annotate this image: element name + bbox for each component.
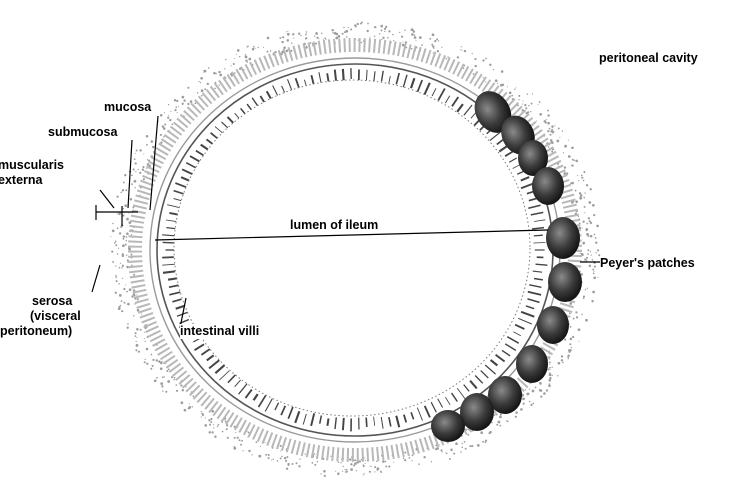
label-submucosa: submucosa bbox=[48, 125, 117, 140]
label-peyers-patches: Peyer's patches bbox=[600, 256, 695, 271]
label-serosa-line3: peritoneum) bbox=[0, 324, 81, 339]
peyer-nodule bbox=[431, 410, 465, 442]
label-serosa-line1: serosa bbox=[30, 294, 81, 309]
label-lumen-of-ileum: lumen of ileum bbox=[290, 218, 378, 233]
peyer-nodule bbox=[460, 393, 494, 431]
label-peritoneal-cavity: peritoneal cavity bbox=[599, 51, 698, 66]
label-serosa: serosa (visceral peritoneum) bbox=[30, 294, 81, 339]
label-mucosa: mucosa bbox=[104, 100, 151, 115]
submucosa-pointer-line bbox=[128, 140, 132, 208]
peyer-nodule bbox=[516, 345, 548, 383]
label-muscularis-line2: externa bbox=[0, 173, 64, 188]
peyer-nodule bbox=[532, 167, 564, 205]
peyer-nodule bbox=[546, 217, 580, 259]
serosa-pointer-line bbox=[92, 265, 100, 292]
peyer-nodule bbox=[548, 262, 582, 302]
label-intestinal-villi: intestinal villi bbox=[180, 324, 259, 339]
label-serosa-line2: (visceral bbox=[30, 309, 81, 324]
label-muscularis-line1: muscularis bbox=[0, 158, 64, 173]
lumen-edge bbox=[174, 80, 530, 416]
label-muscularis-externa: muscularis externa bbox=[0, 158, 64, 188]
peyer-nodule bbox=[537, 306, 569, 344]
muscularis-pointer-line bbox=[100, 190, 114, 208]
